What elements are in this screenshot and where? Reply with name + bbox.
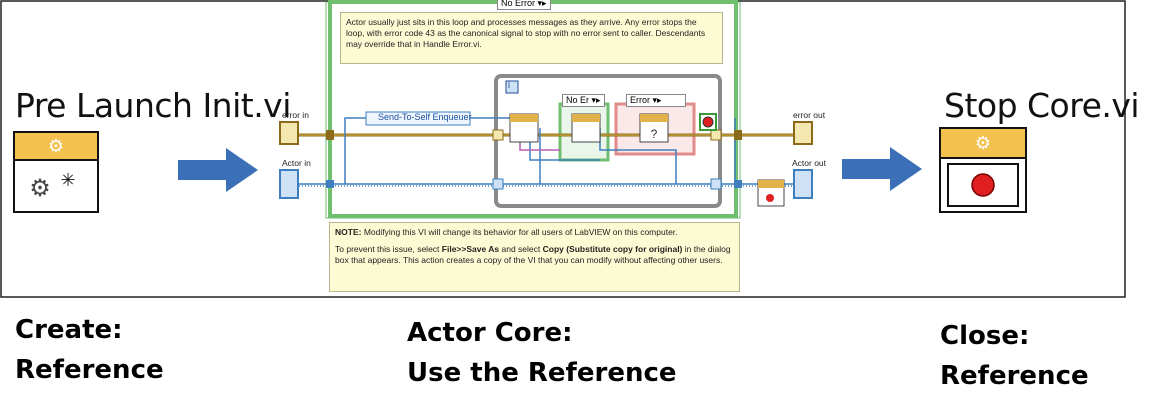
- svg-text:⚙: ⚙: [29, 175, 51, 202]
- note-line1: Modifying this VI will change its behavi…: [361, 227, 678, 237]
- error-in-label: error in: [282, 110, 309, 120]
- note-p2-e: in the dialog box that appears. This act…: [335, 244, 731, 265]
- comment-top-text: Actor usually just sits in this loop and…: [346, 17, 706, 49]
- svg-text:⚙: ⚙: [48, 136, 64, 156]
- svg-text:✳: ✳: [60, 170, 75, 190]
- caption-actor-core-line2: Use the Reference: [407, 358, 677, 388]
- case-selector-inner1-label: No Er: [566, 95, 590, 105]
- caption-actor-core-line1: Actor Core:: [407, 318, 573, 348]
- actor-out-label: Actor out: [792, 158, 827, 168]
- error-out-label: error out: [793, 110, 826, 120]
- svg-text:?: ?: [651, 127, 658, 141]
- case-selector-inner2-label: Error: [630, 95, 650, 105]
- case-selector-inner1[interactable]: No Er ▾▸: [562, 94, 605, 107]
- case-selector-top[interactable]: No Error ▾▸: [497, 0, 551, 10]
- arrow-left: [178, 148, 258, 192]
- note-p2-a: To prevent this issue, select: [335, 244, 442, 254]
- actor-in-label: Actor in: [282, 158, 311, 168]
- stop-core-icon: ⚙: [939, 127, 1027, 213]
- caption-create-line2: Reference: [15, 355, 164, 385]
- terminals: [279, 121, 813, 207]
- caption-close: Close: Reference: [940, 316, 1089, 396]
- caption-close-line2: Reference: [940, 361, 1089, 391]
- caption-close-line1: Close:: [940, 321, 1030, 351]
- loop-iteration-label: i: [508, 80, 510, 90]
- comment-top: Actor usually just sits in this loop and…: [340, 12, 723, 64]
- case-selector-inner2[interactable]: Error ▾▸: [626, 94, 686, 107]
- enqueuer-label: Send-To-Self Enqueuer: [378, 112, 472, 122]
- caption-create: Create: Reference: [15, 310, 164, 390]
- note-bold: NOTE:: [335, 227, 362, 237]
- caption-create-line1: Create:: [15, 315, 123, 345]
- case-selector-top-label: No Error: [501, 0, 536, 8]
- svg-text:⚙: ⚙: [975, 133, 991, 153]
- note-p2-c: and select: [499, 244, 543, 254]
- caption-actor-core: Actor Core: Use the Reference: [407, 313, 677, 393]
- note-bottom: NOTE: Modifying this VI will change its …: [329, 222, 740, 292]
- subvi-nodes: ?: [509, 113, 717, 143]
- note-paragraph-2: To prevent this issue, select File>>Save…: [335, 244, 734, 266]
- pre-launch-init-icon: ⚙ ⚙ ✳: [13, 131, 99, 213]
- note-p2-d: Copy (Substitute copy for original): [542, 244, 683, 254]
- stop-core-title: Stop Core.vi: [944, 86, 1140, 125]
- note-paragraph-1: NOTE: Modifying this VI will change its …: [335, 227, 734, 238]
- arrow-right: [842, 147, 922, 191]
- pre-launch-init-title: Pre Launch Init.vi: [15, 86, 291, 125]
- note-p2-b: File>>Save As: [441, 244, 500, 254]
